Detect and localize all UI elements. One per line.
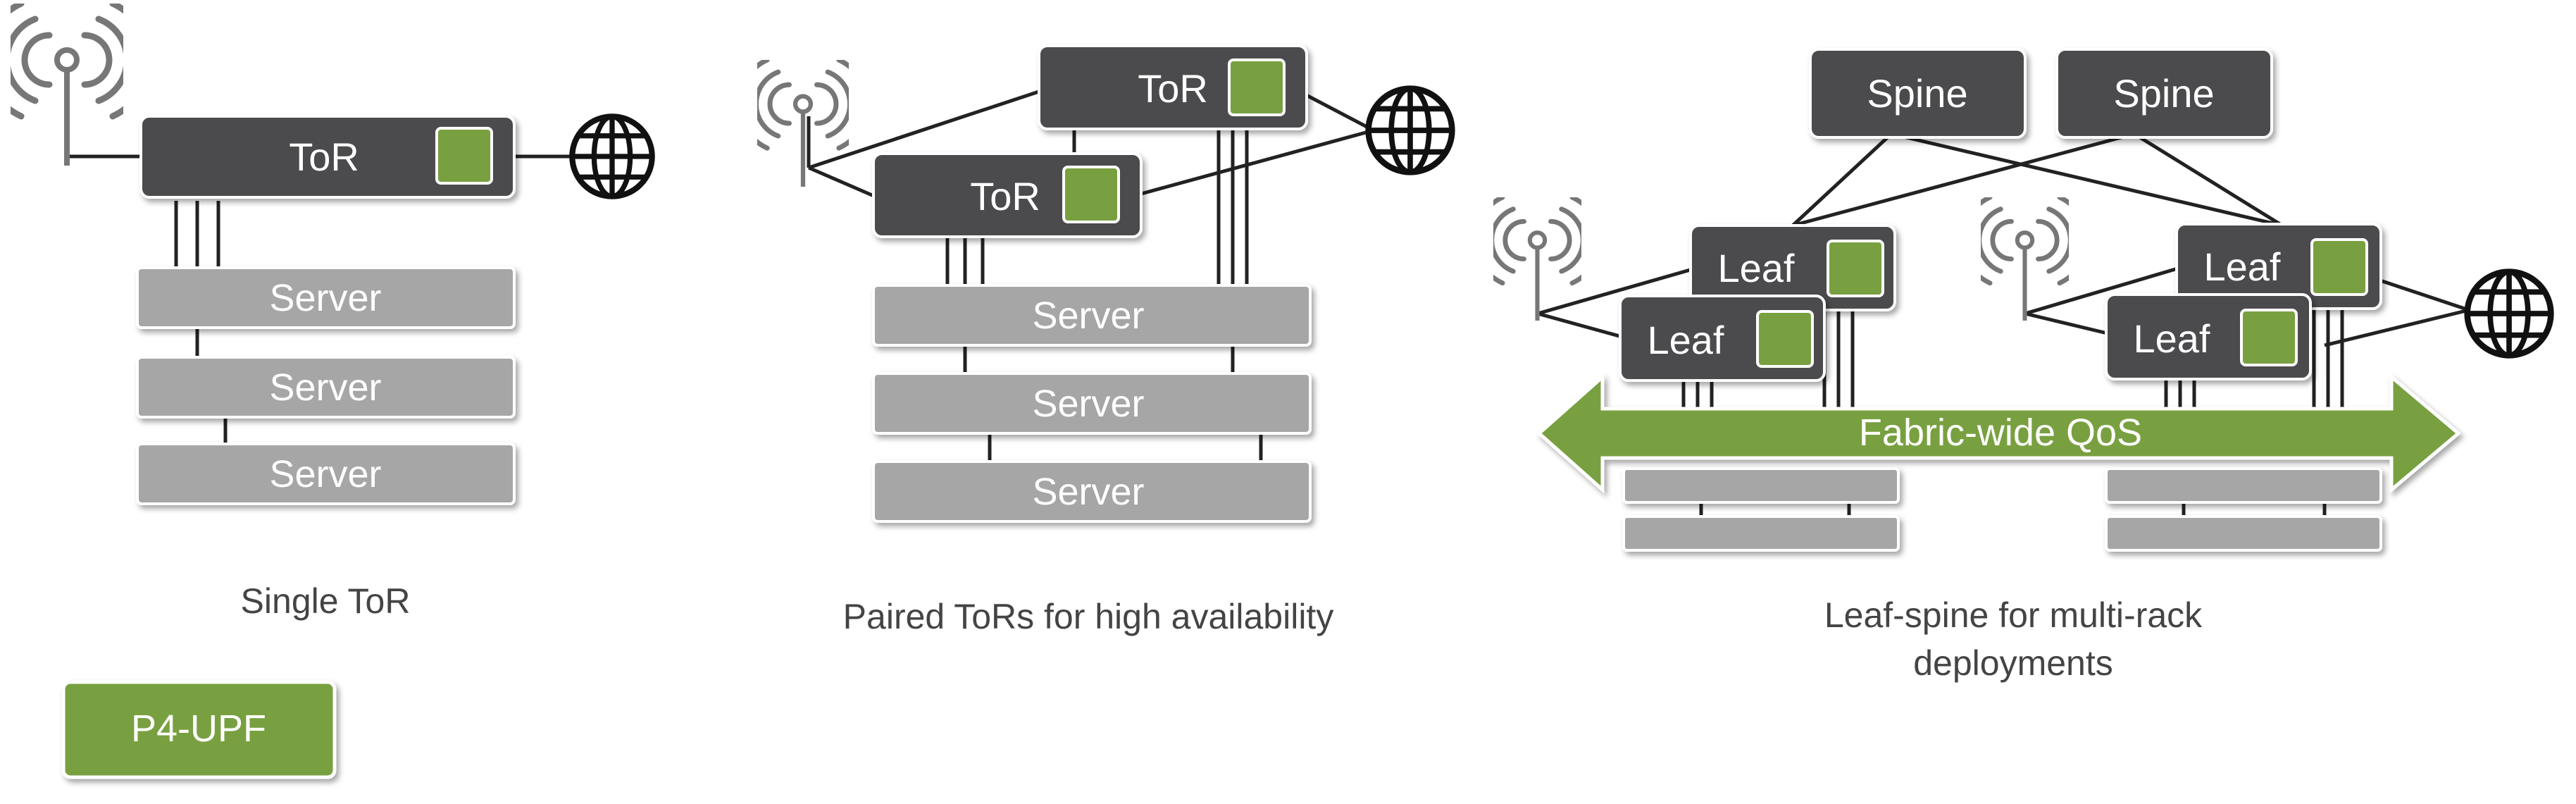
leaf-switch: Leaf: [2105, 293, 2312, 381]
server: Server: [872, 372, 1312, 435]
leaf-switch: Leaf: [2175, 223, 2382, 310]
server-stub: [2105, 467, 2382, 504]
leaf-switch: Leaf: [1689, 224, 1896, 311]
fabric-qos-label: Fabric-wide QoS: [1859, 412, 2142, 454]
tor-label: ToR: [289, 135, 359, 179]
server-stub: [1622, 467, 1900, 504]
tor-switch-bottom: ToR: [872, 152, 1143, 238]
server: Server: [136, 266, 516, 329]
legend-label: P4-UPF: [131, 707, 266, 750]
fabric-qos-arrow: Fabric-wide QoS: [1536, 373, 2461, 494]
upf-marker: [2240, 309, 2298, 366]
panel-paired-tors: ToR ToR Server Server Server Paired ToRs…: [739, 44, 1452, 636]
spine-switch: Spine: [1809, 48, 2027, 139]
server: Server: [872, 460, 1312, 523]
panel-single-tor: ToR Server Server Server Single ToR: [0, 4, 652, 621]
spine-switch: Spine: [2055, 48, 2273, 139]
leaf-label: Leaf: [1718, 246, 1795, 290]
upf-marker: [2310, 238, 2368, 296]
server-stub: [1622, 515, 1900, 552]
server-label: Server: [269, 453, 381, 495]
server-label: Server: [269, 277, 381, 319]
server: Server: [136, 356, 516, 419]
spine-label: Spine: [2113, 71, 2214, 116]
caption-single-tor: Single ToR: [241, 581, 411, 621]
spine-label: Spine: [1867, 71, 1967, 116]
leaf-label: Leaf: [2204, 245, 2281, 289]
globe-icon: [1369, 89, 1452, 173]
antenna-icon: [739, 60, 867, 187]
antenna-icon: [0, 4, 149, 166]
upf-marker: [435, 127, 493, 185]
server: Server: [136, 443, 516, 505]
upf-marker: [1062, 166, 1120, 223]
globe-icon: [572, 116, 652, 196]
caption-leaf-spine-line2: deployments: [1913, 643, 2113, 683]
globe-icon: [2468, 272, 2551, 356]
panel-leaf-spine: Spine Spine Leaf Leaf Leaf Leaf: [1475, 48, 2551, 683]
leaf-switch: Leaf: [1619, 295, 1826, 382]
leaf-label: Leaf: [1648, 318, 1724, 362]
server-label: Server: [1032, 471, 1144, 513]
upf-marker: [1756, 310, 1814, 368]
tor-label: ToR: [970, 174, 1040, 218]
leaf-label: Leaf: [2134, 316, 2210, 361]
server: Server: [872, 284, 1312, 347]
server-label: Server: [1032, 295, 1144, 337]
server-label: Server: [269, 366, 381, 409]
tor-label: ToR: [1138, 66, 1208, 111]
server-label: Server: [1032, 383, 1144, 425]
upf-marker: [1827, 240, 1884, 297]
caption-leaf-spine-line1: Leaf-spine for multi-rack: [1824, 595, 2203, 635]
server-stub: [2105, 515, 2382, 552]
upf-marker: [1228, 58, 1286, 116]
tor-switch-top: ToR: [1038, 44, 1308, 130]
caption-paired-tors: Paired ToRs for high availability: [843, 597, 1334, 636]
tor-switch: ToR: [139, 115, 516, 199]
legend-p4-upf: P4-UPF: [61, 680, 337, 779]
